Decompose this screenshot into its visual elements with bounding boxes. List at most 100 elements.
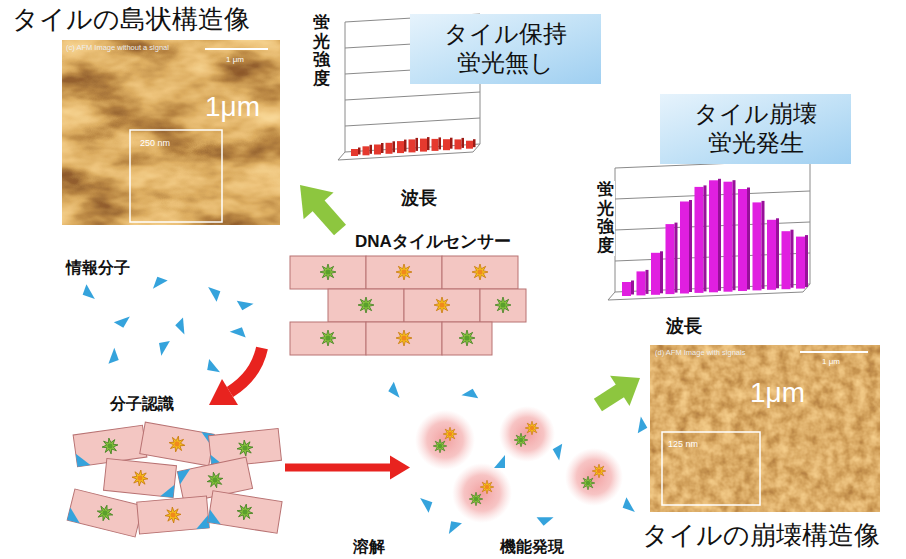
scale-label: 1 μm <box>226 55 244 65</box>
bar-side <box>733 180 736 290</box>
bar <box>709 180 718 292</box>
dna-tile <box>67 489 143 537</box>
group-heading: 分子認識 <box>110 394 174 413</box>
signal-molecule <box>537 509 554 526</box>
bar <box>666 224 675 294</box>
bar <box>796 237 805 289</box>
scale-label: 125 nm <box>668 439 698 450</box>
bar-side <box>675 223 678 293</box>
bar-series <box>622 179 808 296</box>
bar <box>455 139 462 149</box>
bar-side <box>370 145 373 154</box>
edge-label: 溶解 <box>352 537 386 556</box>
tile-sensor: DNAタイルセンサー <box>288 230 538 358</box>
bar <box>397 141 404 153</box>
image-caption: (c) AFM Image without a signal <box>66 43 169 52</box>
recognition-arrow <box>230 348 262 392</box>
bar <box>443 139 450 150</box>
signal-molecule <box>461 389 478 405</box>
bar-side <box>631 281 634 295</box>
bar-side <box>776 218 779 288</box>
bar-side <box>747 188 750 290</box>
fluor-dye <box>472 264 488 280</box>
signal-molecule <box>553 444 569 461</box>
bar <box>622 282 631 296</box>
released-dye <box>499 406 555 462</box>
signal-molecule <box>175 318 192 335</box>
released-dye <box>565 448 623 506</box>
recognition-arrow-head <box>209 379 238 405</box>
signal-molecule <box>67 507 83 523</box>
signal-molecule <box>153 277 168 293</box>
released-dye <box>452 463 512 523</box>
bar-side <box>358 148 361 155</box>
bar <box>374 145 381 155</box>
arrow-shaft <box>285 463 394 471</box>
signal-molecule <box>83 284 99 299</box>
dna-tile <box>404 289 480 322</box>
signal-molecule <box>195 515 209 529</box>
scale-label: 1μm <box>750 376 805 410</box>
bound-tile <box>137 496 210 534</box>
scale-label: 250 nm <box>140 138 170 149</box>
box-text: タイル保持 蛍光無し <box>438 20 573 78</box>
bar <box>386 143 393 154</box>
axis-line <box>345 22 346 152</box>
fluor-dye <box>433 439 447 453</box>
bar <box>782 231 791 289</box>
signal-molecule <box>159 341 172 356</box>
axis-title: 波長 <box>400 188 438 210</box>
fluor-dye <box>320 330 336 346</box>
signal-molecule <box>76 452 91 467</box>
tile-lattice <box>290 256 526 355</box>
axis-line <box>608 292 615 300</box>
grid-line <box>345 92 480 100</box>
fluor-dye <box>396 330 412 346</box>
flow-arrow <box>285 455 410 479</box>
afm-texture <box>650 345 880 512</box>
fluor-dye <box>396 264 412 280</box>
dna-tile <box>290 322 366 355</box>
fluor-dye <box>164 506 181 523</box>
fluor-dye <box>514 433 528 447</box>
image-heading: タイルの崩壊構造像 <box>642 520 880 551</box>
recognized-tiles: 分子認識 <box>65 392 285 537</box>
bar-side <box>646 270 649 294</box>
afm-image: (d) AFM Image with signals1 μm1μm125 nmタ… <box>640 343 900 555</box>
bar <box>420 139 427 152</box>
signal-molecule <box>449 521 462 536</box>
fluor-dye <box>206 471 225 490</box>
fluor-dye <box>480 480 494 494</box>
dna-tile <box>290 256 366 289</box>
scale-label: 1μm <box>205 90 260 124</box>
bound-tile <box>104 458 177 497</box>
dna-tile <box>137 496 210 534</box>
axis-line <box>338 152 345 160</box>
fluor-dye <box>95 503 114 522</box>
dna-tile <box>366 322 442 355</box>
arrow-head <box>610 376 640 406</box>
signal-molecule <box>494 455 505 468</box>
bar-side <box>427 137 430 150</box>
bar-side <box>660 251 663 293</box>
fluor-dye <box>168 435 187 454</box>
flow-arrow <box>598 376 640 406</box>
dna-tile <box>328 289 404 322</box>
fluor-dye <box>320 264 336 280</box>
scale-label: 1 μm <box>822 357 840 367</box>
arrow-head <box>390 455 410 479</box>
signal-molecule <box>104 348 119 364</box>
afm-texture <box>62 40 280 225</box>
bar-series <box>351 137 476 156</box>
box-text: タイル崩壊 蛍光発生 <box>688 100 823 158</box>
flow-arrow <box>300 185 340 230</box>
fluor-dye <box>131 469 149 487</box>
signal-molecule <box>160 483 174 497</box>
fluor-dye <box>495 297 511 313</box>
bar <box>363 146 370 155</box>
dna-tile <box>480 289 526 322</box>
fluor-dye <box>434 297 450 313</box>
axis-title: 波長 <box>665 316 703 338</box>
axis-title: 蛍光強度 <box>596 181 615 256</box>
fluor-dye <box>469 492 483 506</box>
